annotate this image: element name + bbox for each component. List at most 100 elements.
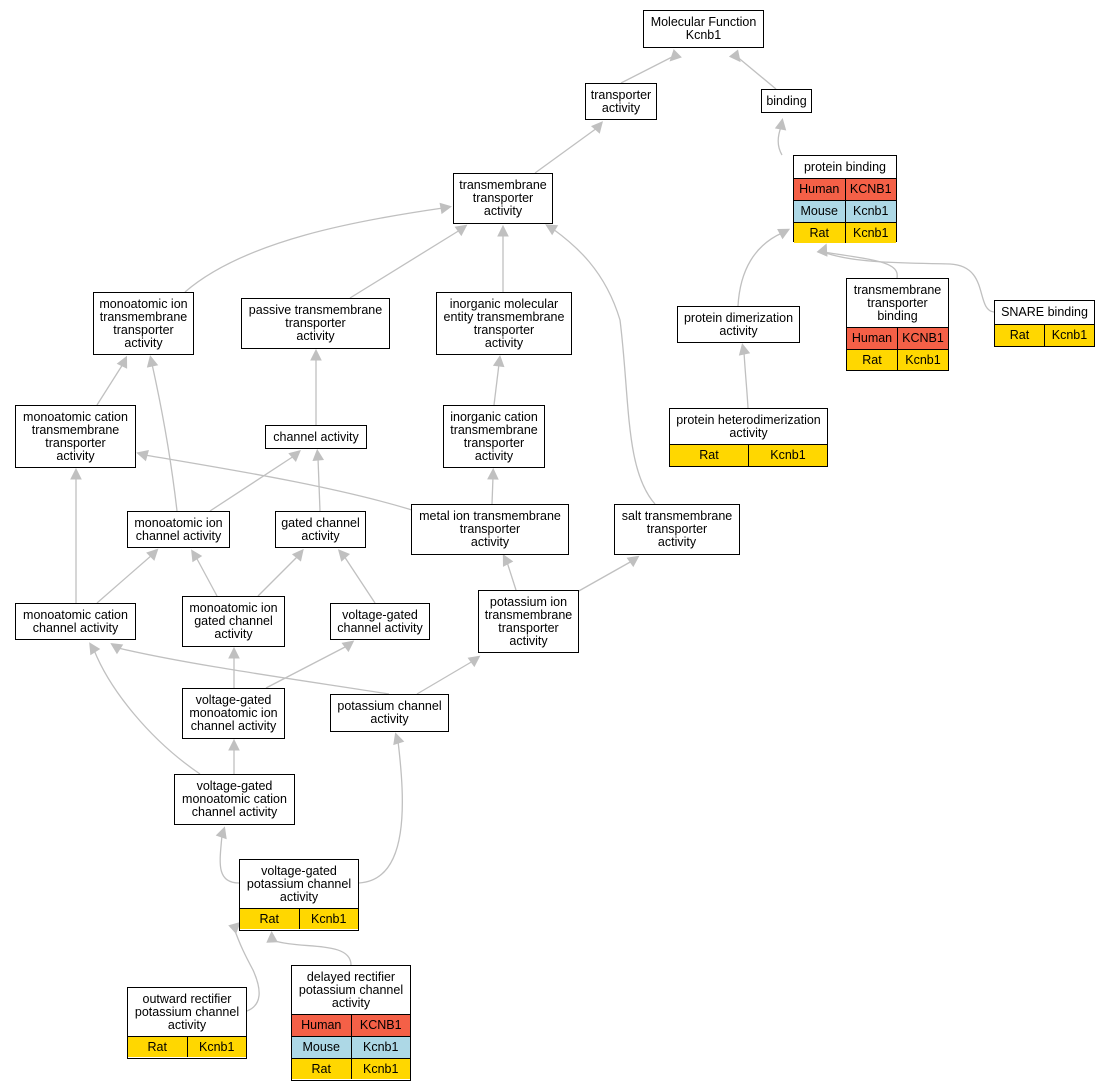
node-label: inorganic cation transmembrane transport…: [450, 409, 538, 463]
node-protein-dimerization-activity[interactable]: protein dimerization activity: [677, 306, 800, 343]
node-transporter-activity[interactable]: transporter activity: [585, 83, 657, 120]
species-cell: Mouse: [292, 1037, 351, 1058]
edge-inorganic-cation-tm-to-inorganic-molecular: [493, 363, 500, 406]
node-binding[interactable]: binding: [761, 89, 812, 113]
gene-cell: KCNB1: [844, 179, 896, 200]
node-passive-transmembrane-transporter-activity[interactable]: passive transmembrane transporter activi…: [241, 298, 390, 349]
arrowhead-potassium-ion-tm-to-metal-ion-tm: [502, 553, 514, 567]
edge-metal-ion-tm-to-monoatomic-cation-tm: [144, 454, 413, 511]
node-voltage-gated-potassium-channel-activity[interactable]: voltage-gated potassium channel activity…: [239, 859, 359, 931]
arrowhead-monoatomic-ion-gated-to-gated-channel: [291, 548, 304, 562]
arrowhead-channel-activity-to-passive-tm: [310, 348, 322, 361]
node-label: salt transmembrane transporter activity: [621, 509, 733, 549]
edge-vg-monoatomic-cation-to-monoatomic-cation-channel: [93, 649, 201, 775]
gene-cell: Kcnb1: [350, 1037, 410, 1058]
node-transmembrane-transporter-activity[interactable]: transmembrane transporter activity: [453, 173, 553, 224]
arrowhead-protein-dimerization-to-protein-binding: [777, 228, 791, 240]
node-monoatomic-cation-transmembrane-transporter-activity[interactable]: monoatomic cation transmembrane transpor…: [15, 405, 136, 468]
node-outward-rectifier-potassium-channel-activity[interactable]: outward rectifier potassium channel acti…: [127, 987, 247, 1059]
arrowhead-passive-tm-to-tm-transporter: [454, 224, 468, 237]
species-cell: Human: [292, 1015, 351, 1036]
gene-cell: KCNB1: [897, 328, 948, 349]
edge-snare-binding-to-protein-binding: [822, 251, 995, 313]
edge-transporter-to-mf: [620, 54, 677, 84]
gene-cell: KCNB1: [350, 1015, 410, 1036]
arrowhead-delayed-rectifier-to-vg-potassium: [266, 930, 278, 943]
node-label: SNARE binding: [1001, 305, 1088, 319]
node-label: gated channel activity: [281, 515, 360, 543]
node-voltage-gated-channel-activity[interactable]: voltage-gated channel activity: [330, 603, 430, 640]
arrowhead-monoatomic-ion-tm-to-tm-transporter: [439, 202, 452, 215]
edge-outward-rectifier-to-vg-potassium: [233, 927, 260, 1012]
arrowhead-protein-heterodimerization-to-protein-dimerization: [738, 343, 751, 356]
node-salt-transmembrane-transporter-activity[interactable]: salt transmembrane transporter activity: [614, 504, 740, 555]
node-label: potassium channel activity: [337, 699, 442, 726]
edge-vg-monoatomic-ion-to-voltage-gated-channel: [265, 645, 348, 689]
species-cell: Mouse: [794, 201, 845, 222]
edge-vg-potassium-to-potassium-channel: [358, 740, 403, 884]
arrowhead-inorganic-molecular-to-tm-transporter: [497, 224, 509, 237]
species-cell: Rat: [995, 325, 1044, 346]
node-label: monoatomic cation transmembrane transpor…: [23, 409, 128, 463]
edge-potassium-channel-to-potassium-ion-tm: [416, 660, 474, 695]
node-monoatomic-ion-gated-channel-activity[interactable]: monoatomic ion gated channel activity: [182, 596, 285, 647]
node-monoatomic-ion-transmembrane-transporter-activity[interactable]: monoatomic ion transmembrane transporter…: [93, 292, 194, 355]
edge-salt-tm-to-tm-transporter: [552, 228, 656, 505]
arrowhead-vg-potassium-to-potassium-channel: [393, 732, 405, 746]
node-inorganic-molecular-entity-transmembrane-transporter-activity[interactable]: inorganic molecular entity transmembrane…: [436, 292, 572, 355]
edge-monoatomic-ion-gated-to-gated-channel: [257, 555, 299, 597]
node-gated-channel-activity[interactable]: gated channel activity: [275, 511, 366, 548]
arrowhead-voltage-gated-channel-to-gated-channel: [337, 549, 351, 562]
arrowhead-transporter-to-mf: [669, 49, 682, 62]
node-potassium-channel-activity[interactable]: potassium channel activity: [330, 694, 449, 732]
species-cell: Human: [794, 179, 845, 200]
arrowhead-gated-channel-to-channel-activity: [312, 448, 325, 462]
node-label: voltage-gated monoatomic cation channel …: [182, 779, 287, 819]
node-label: binding: [766, 93, 807, 108]
species-cell: Human: [847, 328, 897, 349]
gene-cell: Kcnb1: [1044, 325, 1094, 346]
arrowhead-protein-binding-to-binding: [774, 118, 787, 131]
node-monoatomic-cation-channel-activity[interactable]: monoatomic cation channel activity: [15, 603, 136, 640]
node-channel-activity[interactable]: channel activity: [265, 425, 367, 449]
edge-metal-ion-tm-to-inorganic-cation-tm: [491, 476, 494, 505]
edge-tm-transporter-to-transporter: [534, 127, 598, 174]
arrowhead-monoatomic-ion-channel-to-monoatomic-ion-tm: [146, 355, 159, 368]
node-label: monoatomic cation channel activity: [23, 607, 128, 635]
edge-monoatomic-ion-channel-to-monoatomic-ion-tm: [151, 363, 178, 512]
species-cell: Rat: [128, 1037, 187, 1057]
edge-protein-heterodimerization-to-protein-dimerization: [743, 351, 749, 409]
node-label: monoatomic ion channel activity: [134, 515, 223, 543]
node-label: protein heterodimerization activity: [676, 412, 821, 440]
node-monoatomic-ion-channel-activity[interactable]: monoatomic ion channel activity: [127, 511, 230, 548]
node-inorganic-cation-transmembrane-transporter-activity[interactable]: inorganic cation transmembrane transport…: [443, 405, 545, 468]
node-voltage-gated-monoatomic-ion-channel-activity[interactable]: voltage-gated monoatomic ion channel act…: [182, 688, 285, 739]
edge-gated-channel-to-channel-activity: [317, 457, 321, 512]
node-label: potassium ion transmembrane transporter …: [484, 594, 573, 648]
edge-protein-binding-to-binding: [777, 126, 783, 156]
arrowhead-monoatomic-ion-channel-to-channel-activity: [288, 450, 301, 463]
node-metal-ion-transmembrane-transporter-activity[interactable]: metal ion transmembrane transporter acti…: [411, 504, 569, 555]
node-voltage-gated-monoatomic-cation-channel-activity[interactable]: voltage-gated monoatomic cation channel …: [174, 774, 295, 825]
node-potassium-ion-transmembrane-transporter-activity[interactable]: potassium ion transmembrane transporter …: [478, 590, 579, 653]
node-molecular-function[interactable]: Molecular Function Kcnb1: [643, 10, 764, 48]
node-label: inorganic molecular entity transmembrane…: [443, 296, 565, 350]
arrowhead-potassium-channel-to-potassium-ion-tm: [467, 655, 481, 668]
node-label: voltage-gated potassium channel activity: [246, 863, 352, 904]
arrowhead-monoatomic-cation-channel-to-monoatomic-ion-channel: [146, 548, 159, 561]
arrowhead-vg-monoatomic-ion-to-monoatomic-ion-gated: [228, 646, 240, 659]
species-cell: Rat: [240, 909, 299, 929]
node-delayed-rectifier-potassium-channel-activity[interactable]: delayed rectifier potassium channel acti…: [291, 965, 411, 1081]
node-label: transmembrane transporter activity: [459, 178, 547, 218]
gene-cell: Kcnb1: [844, 223, 896, 243]
arrowhead-metal-ion-tm-to-monoatomic-cation-tm: [136, 450, 149, 462]
